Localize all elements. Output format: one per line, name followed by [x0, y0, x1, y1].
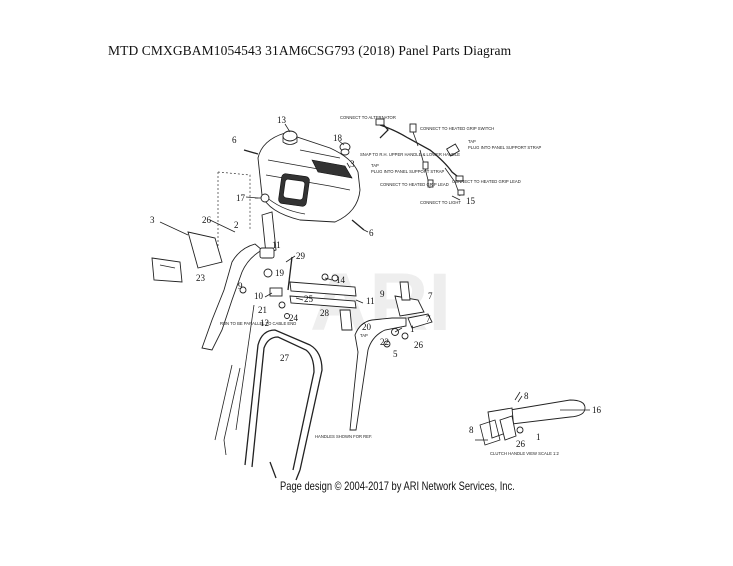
- right-handle-assembly: [339, 281, 433, 431]
- callout-21: 21: [258, 305, 267, 315]
- callout-16: 16: [592, 405, 602, 415]
- callout-18: 18: [333, 133, 343, 143]
- copyright-footer: Page design © 2004-2017 by ARI Network S…: [280, 479, 515, 493]
- callout-3-cover: 3: [150, 215, 155, 225]
- callout-6-bottom: 6: [369, 228, 374, 238]
- note-plug-strap-1: PLUG INTO PANEL SUPPORT STRAP: [468, 145, 542, 150]
- note-grip-lead-1: CONNECT TO HEATED GRIP LEAD: [452, 179, 521, 184]
- callout-9-right: 9: [380, 289, 385, 299]
- callout-9-left: 9: [238, 281, 243, 291]
- callout-5: 5: [393, 349, 398, 359]
- callout-8-inset-top: 8: [524, 391, 529, 401]
- note-cable-end: RUN TO BE PARALLEL TO CABLE END: [220, 321, 296, 326]
- callout-14: 14: [336, 275, 346, 285]
- callout-20: 20: [362, 322, 372, 332]
- callout-7-top: 7: [428, 291, 433, 301]
- control-panel: [257, 132, 361, 223]
- callout-26-right: 26: [414, 340, 424, 350]
- callout-23: 23: [196, 273, 206, 283]
- note-tap-1: TAP: [468, 139, 476, 144]
- note-snap-handle: SNAP TO R.H. UPPER HANDLE & LOWER HANDLE: [360, 152, 460, 157]
- callout-1-right: 1: [410, 324, 415, 334]
- note-grip-lead-2: CONNECT TO HEATED GRIP LEAD: [380, 182, 449, 187]
- callout-11-left: 11: [272, 240, 281, 250]
- dash-cover-3: [151, 231, 223, 283]
- callout-26-left: 26: [202, 215, 212, 225]
- callout-15: 15: [466, 196, 476, 206]
- wiring-harness: [375, 118, 465, 197]
- callout-26-inset: 26: [516, 439, 526, 449]
- note-handles-ref: HANDLES SHOWN FOR REF.: [315, 434, 372, 439]
- callout-6-top: 6: [232, 135, 237, 145]
- callout-17: 17: [236, 193, 246, 203]
- note-clutch-view: CLUTCH HANDLE VIEW SCALE 1:2: [490, 451, 560, 456]
- callout-25: 25: [304, 294, 314, 304]
- panel-support-strap: [287, 256, 357, 309]
- callout-19: 19: [275, 268, 285, 278]
- note-tap-2: TAP: [371, 163, 379, 168]
- clutch-handle-view: [475, 391, 586, 446]
- callout-12: 12: [260, 318, 269, 328]
- callout-7-bottom: 7: [426, 314, 431, 324]
- callout-11-right: 11: [366, 296, 375, 306]
- callout-8-inset-left: 8: [469, 425, 474, 435]
- left-upper-handle: [201, 211, 277, 351]
- callout-22: 22: [380, 337, 389, 347]
- callout-10: 10: [254, 291, 264, 301]
- lower-handle: [214, 304, 323, 481]
- callout-27: 27: [280, 353, 290, 363]
- note-plug-strap-2: PLUG INTO PANEL SUPPORT STRAP: [371, 169, 445, 174]
- note-grip-switch: CONNECT TO HEATED GRIP SWITCH: [420, 126, 494, 131]
- leader-lines: [159, 123, 590, 411]
- knob-13: [282, 130, 298, 145]
- screws-6: [243, 149, 365, 231]
- note-light: CONNECT TO LIGHT: [420, 200, 461, 205]
- diagram-title: MTD CMXGBAM1054543 31AM6CSG793 (2018) Pa…: [108, 43, 512, 58]
- callout-2: 2: [234, 220, 239, 230]
- note-alternator: CONNECT TO ALTERNATOR: [340, 115, 396, 120]
- annotation-notes: CONNECT TO ALTERNATOR CONNECT TO HEATED …: [220, 115, 560, 456]
- bracket-parts-left: [239, 268, 290, 319]
- callout-29: 29: [296, 251, 306, 261]
- grommet-18: [339, 142, 351, 156]
- callout-24: 24: [289, 313, 299, 323]
- callouts: 13 18 6 3 17 6 15 26 2 3 11 29 19 23 14 …: [150, 115, 602, 449]
- callout-13: 13: [277, 115, 287, 125]
- callout-1-inset: 1: [536, 432, 541, 442]
- callout-28: 28: [320, 308, 330, 318]
- callout-3-panel: 3: [350, 159, 355, 169]
- note-tap-3: TAP: [360, 333, 368, 338]
